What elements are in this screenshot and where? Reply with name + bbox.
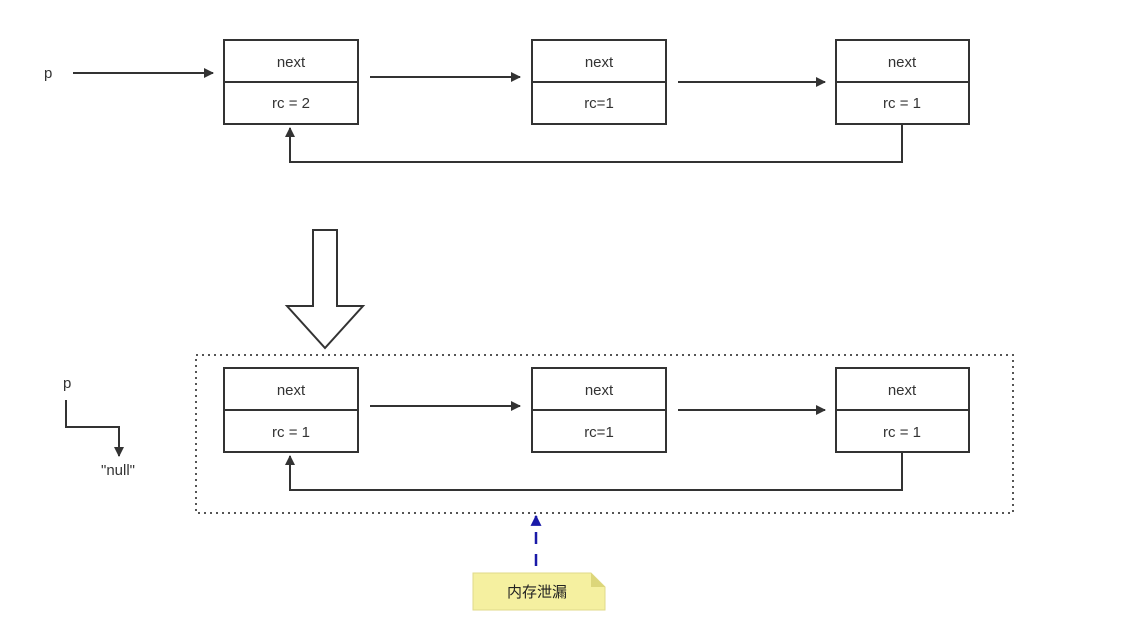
memory-leak-label: 内存泄漏 [507, 583, 567, 601]
bottom-node-1-count: rc = 1 [272, 424, 310, 441]
bottom-pointer-label: p [63, 375, 71, 392]
top-node-2: next rc=1 [531, 39, 667, 125]
bottom-node-2-count: rc=1 [584, 424, 614, 441]
transition-down-arrow [284, 229, 366, 350]
top-node-3-field: next [888, 54, 917, 71]
bottom-node-3: next rc = 1 [835, 367, 970, 453]
top-node-1-field: next [277, 54, 306, 71]
bottom-node-2: next rc=1 [531, 367, 667, 453]
bottom-back-link-3-1 [285, 452, 903, 491]
bottom-node-3-count: rc = 1 [883, 424, 921, 441]
bottom-list: p "null" next rc = 1 next rc=1 next rc =… [63, 354, 1014, 514]
note-body [472, 572, 606, 611]
top-list: p next rc = 2 next rc=1 next rc = 1 [44, 39, 970, 163]
top-node-3-count: rc = 1 [883, 95, 921, 112]
top-back-link-3-1 [285, 124, 903, 163]
top-node-2-field: next [585, 54, 614, 71]
bottom-node-1-field: next [277, 382, 306, 399]
top-node-2-count: rc=1 [584, 95, 614, 112]
note-fold [591, 573, 605, 587]
top-node-3: next rc = 1 [835, 39, 970, 125]
leaked-region-border [195, 354, 1014, 514]
memory-leak-note: 内存泄漏 [472, 572, 606, 611]
bottom-pointer-arrow [65, 400, 124, 457]
top-pointer-label: p [44, 65, 52, 82]
bottom-node-2-field: next [585, 382, 614, 399]
bottom-node-3-field: next [888, 382, 917, 399]
top-node-1: next rc = 2 [223, 39, 359, 125]
bottom-node-1: next rc = 1 [223, 367, 359, 453]
top-node-1-count: rc = 2 [272, 95, 310, 112]
null-label: "null" [101, 462, 135, 479]
